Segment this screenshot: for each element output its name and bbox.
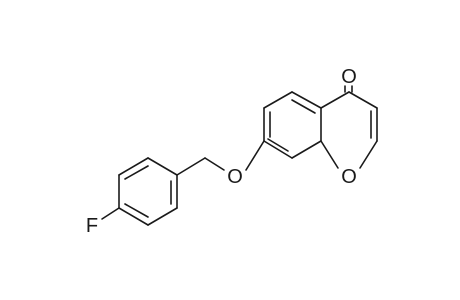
bond xyxy=(118,207,149,226)
bond xyxy=(147,157,178,176)
bond xyxy=(291,140,322,159)
fluorine-label: F xyxy=(86,215,98,237)
ether-bond xyxy=(204,157,225,171)
bond xyxy=(263,140,293,159)
ether-bond xyxy=(245,140,265,171)
bond xyxy=(359,140,378,169)
double-bond-inner xyxy=(124,203,149,218)
bond xyxy=(118,157,149,176)
ether-oxygen-label: O xyxy=(227,166,243,188)
bond xyxy=(348,91,378,109)
carbonyl-oxygen-label: O xyxy=(341,66,357,88)
bond xyxy=(320,140,339,169)
methylene-bond xyxy=(176,157,206,176)
double-bond-inner xyxy=(267,138,289,152)
double-bond-inner xyxy=(291,99,316,114)
double-bond-inner xyxy=(124,165,149,180)
bond xyxy=(320,91,350,109)
bond xyxy=(147,207,178,226)
bond-layer xyxy=(101,85,378,226)
bond xyxy=(263,91,293,109)
bond xyxy=(291,91,322,109)
fluorine-bond xyxy=(101,207,120,220)
ring-oxygen-label: O xyxy=(341,166,357,188)
